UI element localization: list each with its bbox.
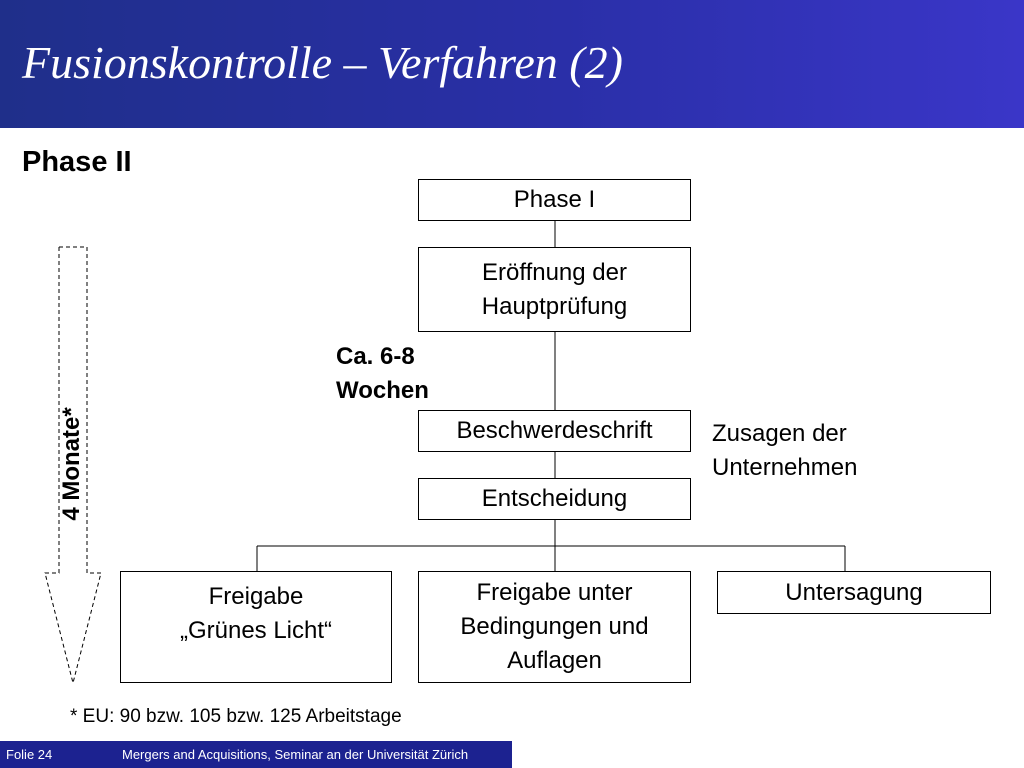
node-freigabe-bedingungen: Freigabe unter Bedingungen und Auflagen xyxy=(418,571,691,683)
footer-slide-number: Folie 24 xyxy=(6,747,53,762)
node-freigabe-gruenes-licht: Freigabe „Grünes Licht“ xyxy=(120,571,392,683)
footer-bar: Folie 24 Mergers and Acquisitions, Semin… xyxy=(0,741,512,768)
side-note-zusagen: Zusagen der Unternehmen xyxy=(712,420,858,481)
node-untersagung: Untersagung xyxy=(717,571,991,614)
node-eroeffnung-hauptpruefung: Eröffnung der Hauptprüfung xyxy=(418,247,691,332)
node-phase-1: Phase I xyxy=(418,179,691,221)
footer-course: Mergers and Acquisitions, Seminar an der… xyxy=(122,747,469,762)
footnote: * EU: 90 bzw. 105 bzw. 125 Arbeitstage xyxy=(70,706,402,727)
slide-subtitle: Phase II xyxy=(22,146,132,178)
duration-label: Ca. 6-8 Wochen xyxy=(336,343,429,404)
node-entscheidung: Entscheidung xyxy=(418,478,691,520)
duration-arrow-label: 4 Monate* xyxy=(58,407,85,521)
title-bar: Fusionskontrolle – Verfahren (2) xyxy=(0,0,1024,128)
node-beschwerdeschrift: Beschwerdeschrift xyxy=(418,410,691,452)
slide-title: Fusionskontrolle – Verfahren (2) xyxy=(22,37,623,88)
